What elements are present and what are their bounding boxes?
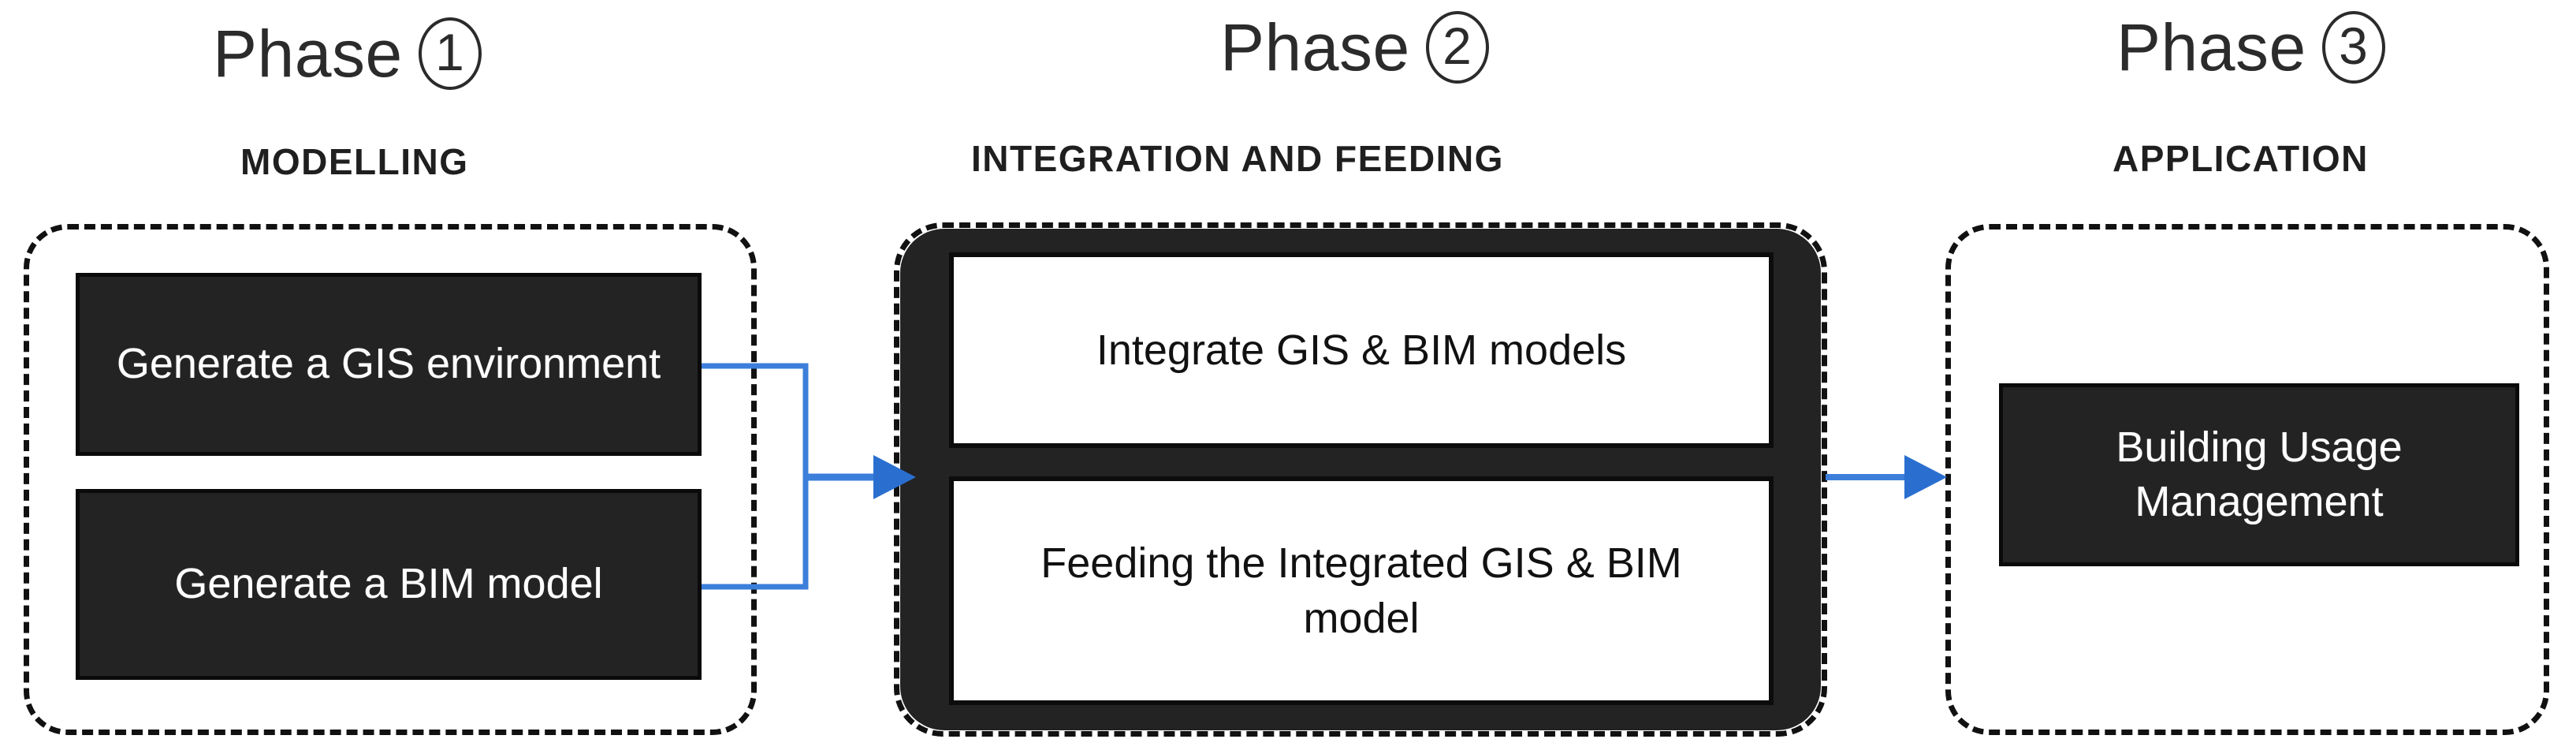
phase-3-subtitle: APPLICATION — [2113, 138, 2369, 179]
node-generate-gis-environment[interactable]: Generate a GIS environment — [76, 273, 702, 456]
phase-1-subtitle: MODELLING — [240, 141, 469, 182]
node-generate-bim-model-label: Generate a BIM model — [174, 560, 603, 608]
phase-3-header-word: Phase — [2116, 10, 2306, 84]
phase-3-number-badge: 3 — [2321, 11, 2385, 84]
arrowhead-phase2-to-phase3 — [1904, 455, 1947, 499]
node-building-usage-management-label: Building Usage Management — [2116, 423, 2403, 525]
connector-phase2-to-phase3 — [1826, 455, 1947, 499]
phase-2-subtitle: INTEGRATION AND FEEDING — [971, 138, 1504, 179]
node-feeding-integrated-gis-bim-model-label: Feeding the Integrated GIS & BIM model — [1040, 539, 1682, 642]
node-building-usage-management[interactable]: Building Usage Management — [1999, 383, 2519, 566]
node-feeding-integrated-gis-bim-model[interactable]: Feeding the Integrated GIS & BIM model — [949, 476, 1774, 705]
phase-2-number-badge: 2 — [1425, 11, 1489, 84]
phase-1-number-badge: 1 — [418, 17, 482, 90]
node-generate-gis-environment-label: Generate a GIS environment — [116, 340, 661, 388]
phase-1-header: Phase 1 — [213, 17, 482, 90]
phase-1-header-word: Phase — [213, 17, 403, 91]
node-generate-bim-model[interactable]: Generate a BIM model — [76, 489, 702, 680]
phase-2-header: Phase 2 — [1220, 11, 1489, 84]
phase-3-header: Phase 3 — [2116, 11, 2385, 84]
node-integrate-gis-bim-models-label: Integrate GIS & BIM models — [1096, 326, 1627, 374]
node-integrate-gis-bim-models[interactable]: Integrate GIS & BIM models — [949, 252, 1774, 448]
phase-2-header-word: Phase — [1220, 10, 1410, 84]
